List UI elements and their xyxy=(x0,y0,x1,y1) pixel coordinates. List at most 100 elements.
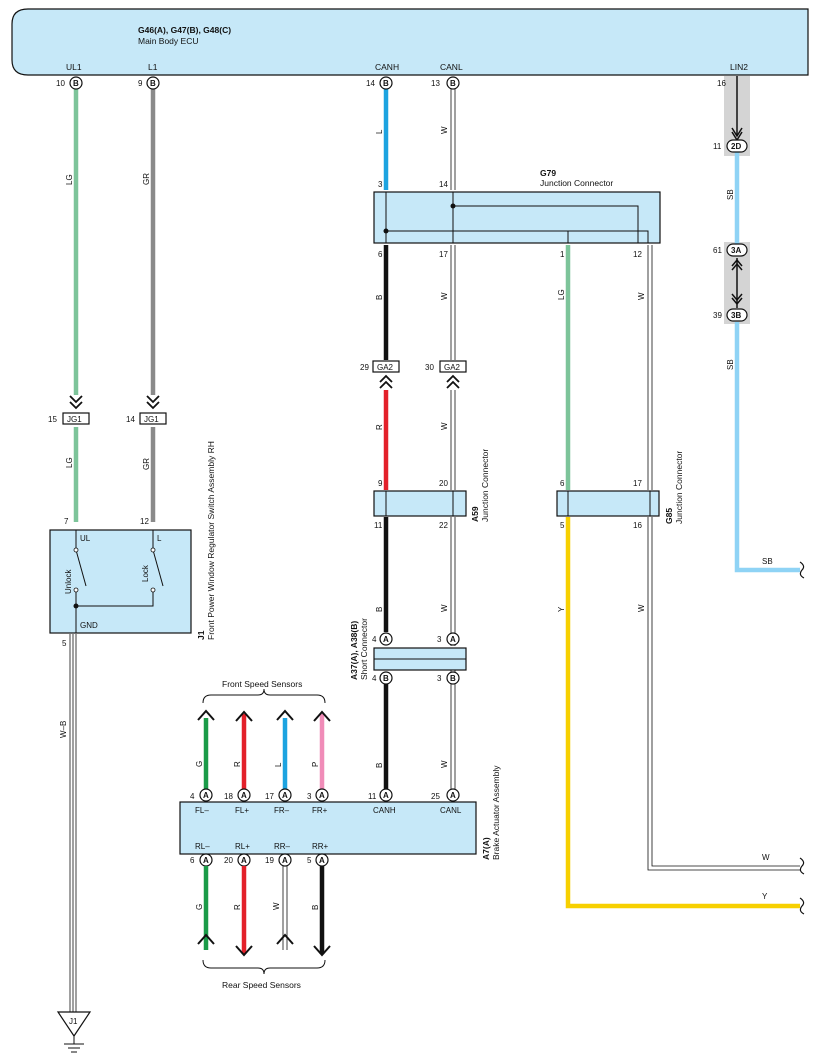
svg-text:FR–: FR– xyxy=(274,806,290,815)
sb-label-2: SB xyxy=(726,359,735,370)
svg-text:GND: GND xyxy=(80,621,98,630)
svg-text:30: 30 xyxy=(425,363,434,372)
a37-id: A37(A), A38(B) xyxy=(349,621,359,680)
a7-top-labels: FL– FL+ FR– FR+ CANH CANL xyxy=(195,806,462,815)
label-lg-1: LG xyxy=(65,174,74,185)
ecu-subtitle: Main Body ECU xyxy=(138,36,198,46)
lin-connectors: 11 2D 61 3A 39 3B xyxy=(713,139,748,322)
svg-text:2D: 2D xyxy=(731,142,741,151)
g79-node-1 xyxy=(383,228,389,234)
lin-arrow-3 xyxy=(731,293,743,306)
svg-text:6: 6 xyxy=(560,479,565,488)
svg-text:12: 12 xyxy=(633,250,642,259)
rear-sensors-label: Rear Speed Sensors xyxy=(222,980,301,990)
sb-label-3: SB xyxy=(762,557,773,566)
label-r: R xyxy=(375,424,384,430)
label-l: L xyxy=(375,129,384,134)
front-sensor-wires xyxy=(197,709,331,790)
svg-text:FL+: FL+ xyxy=(235,806,249,815)
a37-name: Short Connector xyxy=(359,618,369,680)
wire-w-g85 xyxy=(647,245,800,871)
a59-box xyxy=(373,490,467,517)
fs-label-g: G xyxy=(195,761,204,767)
jg1-connectors: 15 JG1 14 JG1 xyxy=(48,395,167,425)
wire-sb-end xyxy=(799,561,805,579)
wire-w-end xyxy=(799,857,805,875)
svg-text:RR+: RR+ xyxy=(312,842,329,851)
j1-pins: 7 12 UL L GND 5 xyxy=(62,517,162,648)
j1-id: J1 xyxy=(196,630,206,640)
svg-text:B: B xyxy=(383,674,389,683)
a7-top-terminals: 4 A 18 A 17 A 3 A 11 A 25 A xyxy=(190,788,460,802)
svg-text:RL+: RL+ xyxy=(235,842,250,851)
svg-text:20: 20 xyxy=(224,856,233,865)
svg-text:7: 7 xyxy=(64,517,69,526)
j1-switch-contacts xyxy=(73,547,156,593)
svg-text:FR+: FR+ xyxy=(312,806,328,815)
svg-text:A: A xyxy=(319,856,325,865)
svg-text:4: 4 xyxy=(372,674,377,683)
svg-text:9: 9 xyxy=(138,79,143,88)
ecu-pin-ul1-label: UL1 xyxy=(66,62,82,72)
svg-text:A: A xyxy=(450,635,456,644)
svg-text:3A: 3A xyxy=(731,246,741,255)
label-w-3: W xyxy=(637,292,646,300)
g79-id: G79 xyxy=(540,168,556,178)
a7-name: Brake Actuator Assembly xyxy=(491,765,501,860)
svg-text:17: 17 xyxy=(439,250,448,259)
svg-text:CANL: CANL xyxy=(440,806,462,815)
front-sensors-brace xyxy=(202,688,326,704)
svg-text:B: B xyxy=(150,79,156,88)
svg-text:6: 6 xyxy=(190,856,195,865)
svg-text:11: 11 xyxy=(713,142,722,151)
svg-text:B: B xyxy=(450,674,456,683)
svg-text:JG1: JG1 xyxy=(67,415,82,424)
j1-node xyxy=(73,603,79,609)
rs-label-w: W xyxy=(272,902,281,910)
label-b-2: B xyxy=(375,607,384,612)
svg-text:6: 6 xyxy=(378,250,383,259)
ecu-pin-canl-label: CANL xyxy=(440,62,463,72)
svg-text:18: 18 xyxy=(224,792,233,801)
svg-text:RR–: RR– xyxy=(274,842,291,851)
a37-terminals: 4 A 3 A 4 B 3 B xyxy=(372,632,460,685)
svg-text:B: B xyxy=(450,79,456,88)
svg-text:14: 14 xyxy=(126,415,135,424)
label-lg-3: LG xyxy=(557,289,566,300)
rs-label-r: R xyxy=(233,904,242,910)
rear-sensor-wires xyxy=(197,866,331,957)
a7-id: A7(A) xyxy=(481,837,491,860)
svg-text:22: 22 xyxy=(439,521,448,530)
rear-sensors-brace xyxy=(202,959,326,975)
svg-text:19: 19 xyxy=(265,856,274,865)
svg-text:1: 1 xyxy=(560,250,565,259)
svg-text:UL: UL xyxy=(80,534,91,543)
label-wb: W–B xyxy=(59,721,68,738)
svg-text:J1: J1 xyxy=(69,1017,78,1026)
svg-text:A: A xyxy=(383,791,389,800)
wire-w-b xyxy=(69,634,77,1012)
ecu-terminals: 10 B 9 B 14 B 13 B xyxy=(56,76,460,90)
label-y-1: Y xyxy=(557,606,566,612)
svg-text:3: 3 xyxy=(437,674,442,683)
wire-y-end xyxy=(799,897,805,915)
svg-text:JG1: JG1 xyxy=(144,415,159,424)
g79-name: Junction Connector xyxy=(540,178,613,188)
svg-text:B: B xyxy=(73,79,79,88)
svg-text:GA2: GA2 xyxy=(444,363,461,372)
svg-text:A: A xyxy=(383,635,389,644)
svg-text:A: A xyxy=(282,791,288,800)
fs-label-r: R xyxy=(233,761,242,767)
g79-pins: 3 14 6 17 1 12 xyxy=(378,180,642,259)
label-w-2: W xyxy=(440,292,449,300)
svg-text:3: 3 xyxy=(437,635,442,644)
svg-text:4: 4 xyxy=(372,635,377,644)
svg-text:B: B xyxy=(383,79,389,88)
wire-sb xyxy=(734,152,800,573)
label-gr-1: GR xyxy=(142,173,151,185)
j1-lock: Lock xyxy=(141,564,150,582)
svg-text:GA2: GA2 xyxy=(377,363,394,372)
svg-text:5: 5 xyxy=(307,856,312,865)
svg-text:RL–: RL– xyxy=(195,842,210,851)
